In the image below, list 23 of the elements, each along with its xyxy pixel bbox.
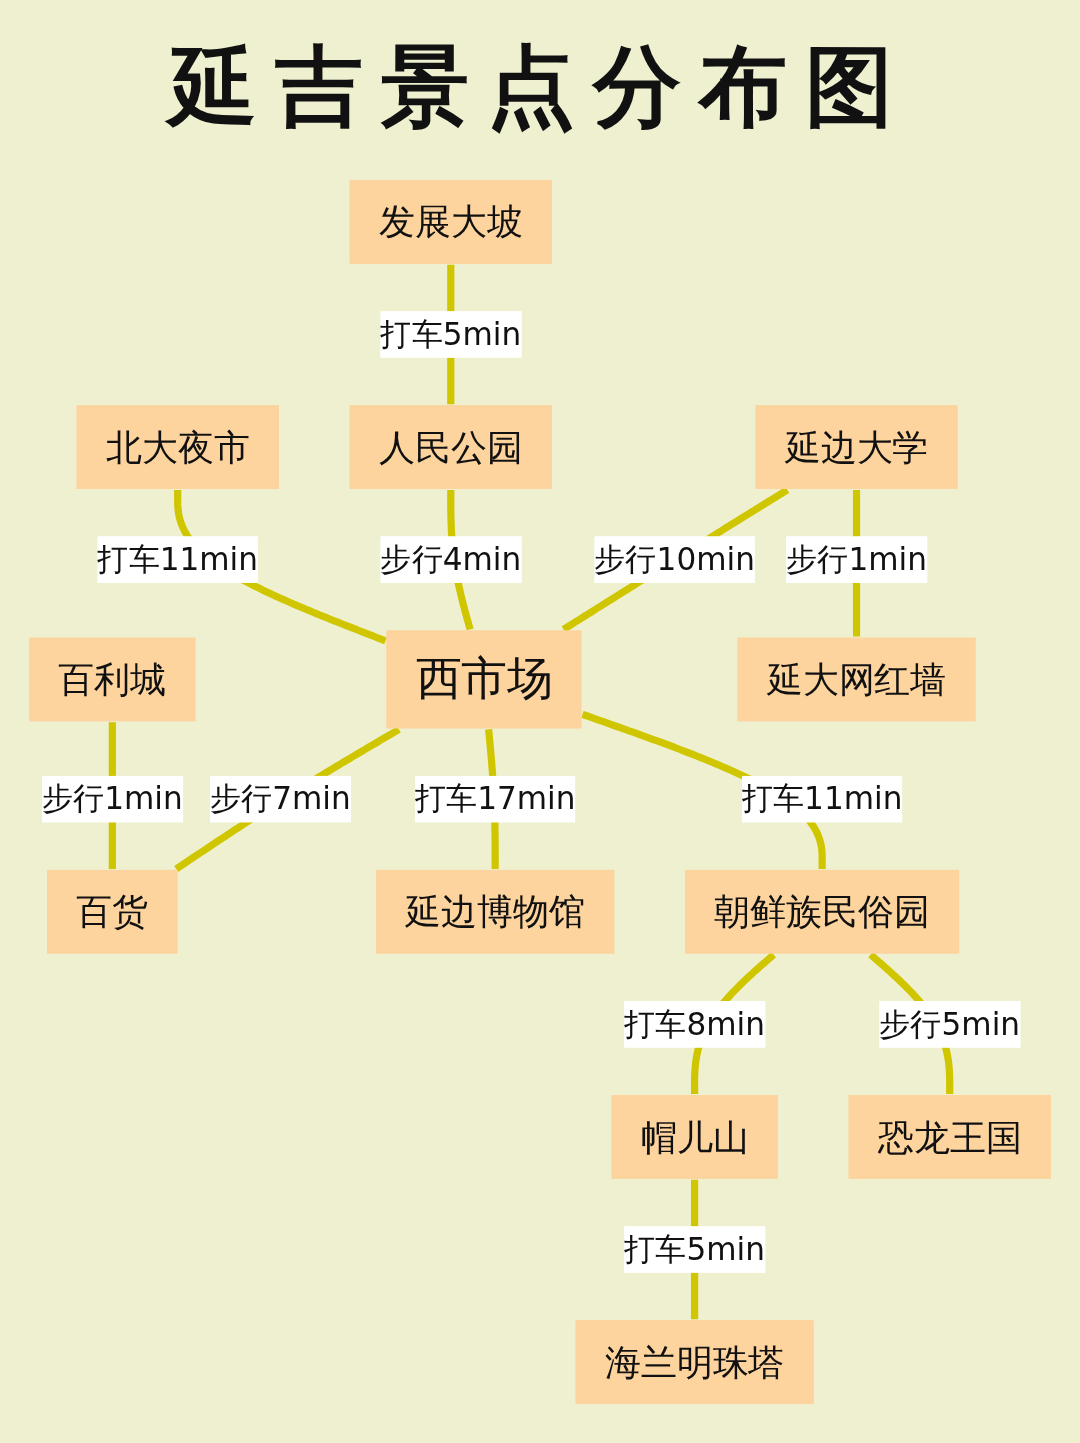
place-box: 西市场	[386, 629, 582, 728]
edge-label: 打车11min	[741, 775, 903, 823]
place-box: 百货	[47, 869, 178, 954]
place-box: 恐龙王国	[848, 1094, 1051, 1179]
place-box: 人民公园	[349, 404, 552, 489]
edge-label: 打车5min	[380, 310, 522, 358]
edge-label: 步行4min	[380, 535, 522, 583]
place-box: 发展大坡	[349, 179, 552, 264]
place-box: 延边大学	[755, 404, 958, 489]
edge-label: 打车8min	[624, 1000, 765, 1048]
edge-label: 打车11min	[97, 535, 258, 583]
place-box: 百利城	[29, 637, 196, 721]
edge-label: 步行1min	[786, 535, 927, 583]
edge-label: 打车17min	[414, 775, 576, 823]
edge-label: 打车5min	[624, 1225, 765, 1273]
place-box: 海兰明珠塔	[575, 1319, 814, 1404]
place-box: 延大网红墙	[737, 637, 976, 721]
place-box: 延边博物馆	[376, 869, 615, 954]
edge-label: 步行10min	[594, 535, 755, 583]
edge-label: 步行5min	[879, 1000, 1021, 1048]
place-box: 北大夜市	[76, 404, 279, 489]
place-box: 帽儿山	[611, 1094, 778, 1179]
place-box: 朝鲜族民俗园	[685, 869, 960, 954]
